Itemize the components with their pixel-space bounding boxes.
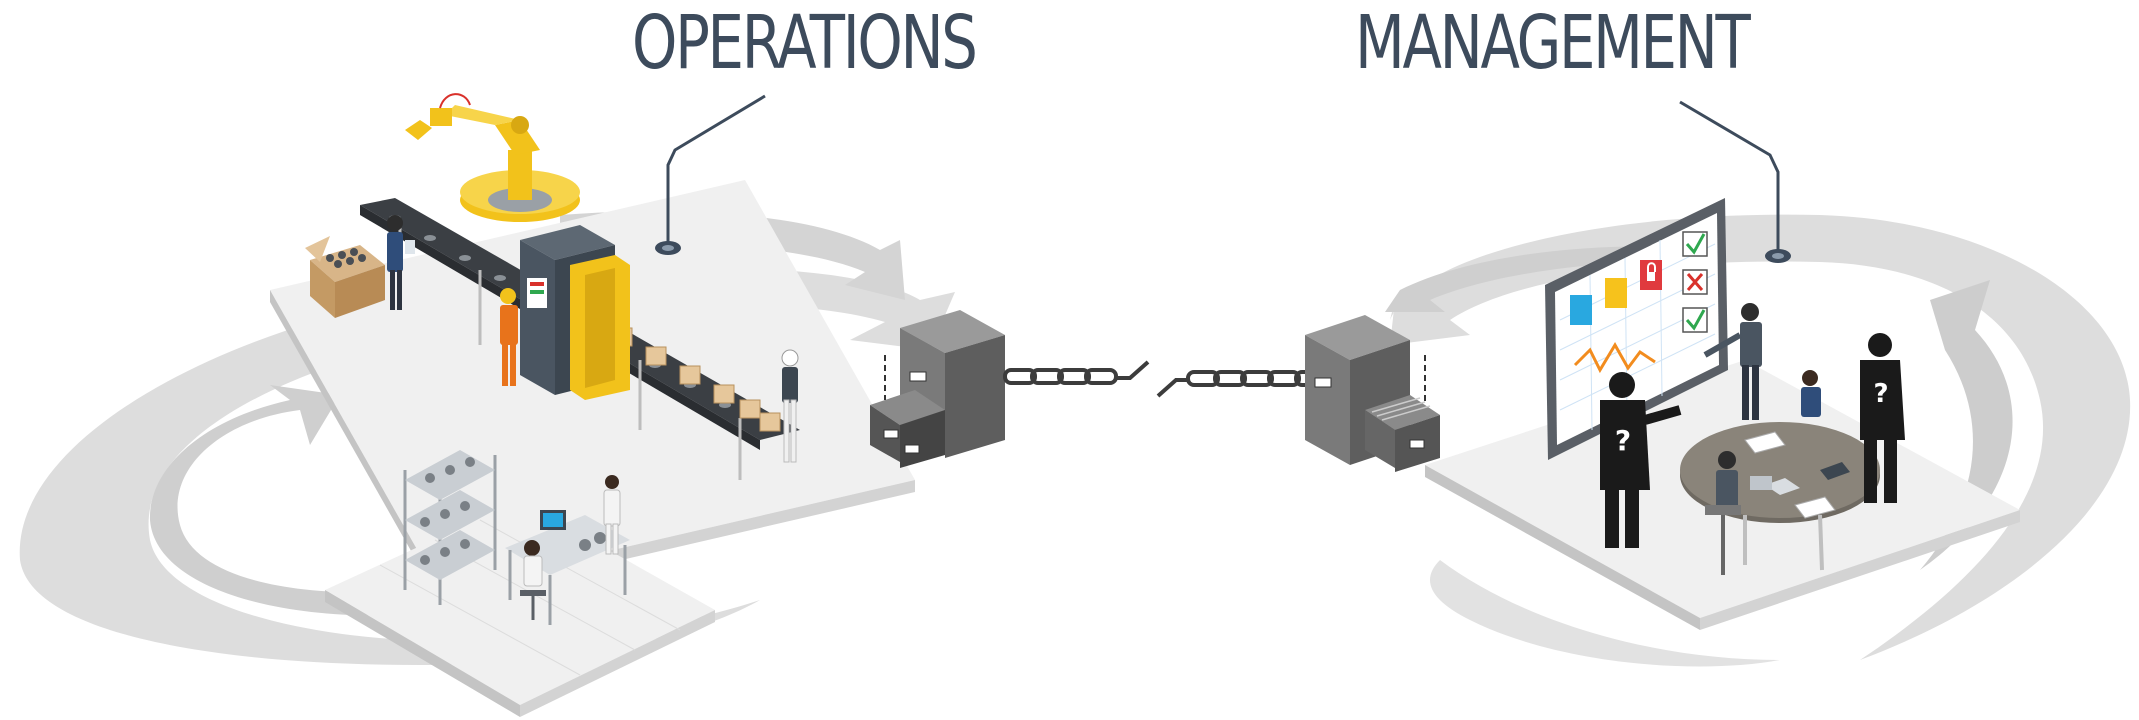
trend-line (1573, 342, 1656, 374)
broken-chain (1003, 360, 1328, 398)
unknown-person-right: ? (1860, 333, 1905, 503)
management-file-cabinet (1305, 315, 1440, 472)
question-mark-icon: ? (1615, 424, 1631, 457)
factory-worker-inspector (781, 349, 799, 463)
processing-machine (520, 225, 630, 400)
factory-worker-machine (500, 288, 518, 386)
lab-worker-seated (520, 540, 546, 620)
presenter-person (1703, 303, 1762, 420)
robot-arm (405, 93, 580, 222)
lab-worker-standing (603, 475, 621, 555)
dashboard-board (1545, 198, 1728, 472)
cross-icon (1686, 273, 1704, 291)
status-tile-yellow (1605, 278, 1627, 308)
unknown-person-left: ? (1600, 372, 1682, 548)
status-tile-blue (1570, 295, 1592, 325)
factory-worker-tablet (387, 215, 415, 310)
operations-leader-line (655, 94, 766, 255)
management-heading: MANAGEMENT (1355, 0, 1751, 86)
operations-heading: OPERATIONS (632, 0, 978, 86)
management-leader-line (1679, 100, 1791, 263)
seated-woman (1801, 370, 1821, 417)
parts-shelf (403, 450, 497, 605)
checkmark-icon (1685, 309, 1706, 331)
question-mark-icon: ? (1873, 379, 1888, 409)
checkmark-icon (1685, 233, 1706, 255)
operations-file-cabinet (870, 310, 1005, 468)
seated-man-laptop (1705, 451, 1772, 575)
parts-box (305, 236, 385, 318)
